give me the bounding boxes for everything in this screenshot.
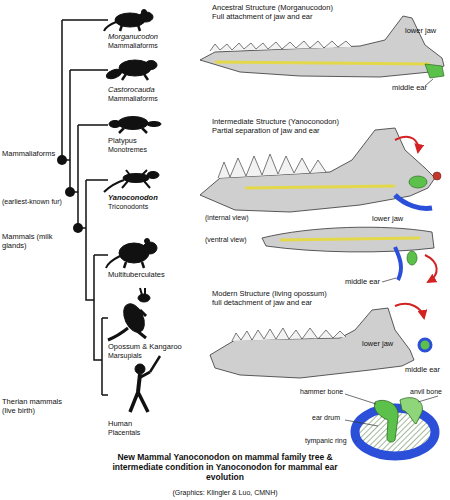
group-name: Placentals xyxy=(108,429,140,437)
stage-heading: Modern Structure (living opossum) xyxy=(212,290,327,299)
silhouette-head xyxy=(138,294,150,302)
part-label: lower jaw xyxy=(405,27,436,36)
stage-note: Full attachment of jaw and ear xyxy=(212,13,312,22)
silhouette-legs xyxy=(124,262,144,268)
group-name: Marsupials xyxy=(108,352,142,360)
clade-dot xyxy=(57,155,67,165)
view-note: (ventral view) xyxy=(205,236,247,244)
jaw-groove xyxy=(280,238,420,240)
silhouette-tail xyxy=(105,68,123,81)
silhouette-arms xyxy=(139,372,150,378)
clade-trait: (earliest-known fur) xyxy=(2,198,62,206)
jaw-bone xyxy=(200,16,444,77)
silhouette-head xyxy=(147,172,159,179)
taxon-name: Yanoconodon xyxy=(108,194,158,203)
silhouette-head xyxy=(145,61,157,70)
ear-bone xyxy=(425,64,444,78)
stage-heading: Ancestral Structure (Morganucodon) xyxy=(212,4,333,13)
animal-silhouette xyxy=(105,60,157,80)
animal-silhouette xyxy=(109,117,161,134)
part-label: lower jaw xyxy=(362,340,393,349)
taxon-name: Opossum & Kangaroo xyxy=(108,343,182,352)
silhouette-ear xyxy=(145,239,150,244)
animal-silhouette xyxy=(104,10,153,32)
silhouette-ear xyxy=(142,10,147,15)
leader-line xyxy=(345,394,438,442)
part-label: middle ear xyxy=(345,278,380,287)
silhouette-head xyxy=(135,364,145,374)
part-label: middle ear xyxy=(392,84,427,93)
group-name: Multituberculates xyxy=(108,271,165,280)
part-label: ear drum xyxy=(312,414,340,422)
leader-line xyxy=(382,278,396,282)
jaw-bone xyxy=(210,308,414,378)
clade-dot xyxy=(65,187,75,197)
silhouette-legs xyxy=(122,74,148,80)
ear-bone xyxy=(407,251,417,265)
taxon-name: Human xyxy=(108,420,132,429)
silhouette-ear xyxy=(140,288,145,295)
tree-branches xyxy=(62,20,108,395)
view-note: (internal view) xyxy=(205,214,249,222)
clade-name: Therian mammals (live birth) xyxy=(2,398,64,415)
jaw-groove xyxy=(215,62,430,64)
human-silhouette xyxy=(130,356,160,412)
part-label: lower jaw xyxy=(372,215,403,224)
clade-name: Mammaliaforms xyxy=(2,150,55,159)
taxon-name: Morganucodon xyxy=(108,33,158,42)
baseball-bat xyxy=(150,356,160,372)
teeth-row xyxy=(232,328,346,341)
silhouette-tail xyxy=(106,256,120,268)
stage-heading: Intermediate Structure (Yanoconodon) xyxy=(212,118,339,127)
credit-note: (Graphics: Klingler & Luo, CMNH) xyxy=(125,489,325,497)
silhouette-bill xyxy=(147,122,161,127)
jaw-bone xyxy=(200,128,435,212)
part-label: hammer bone xyxy=(300,388,343,396)
part-label: anvil bone xyxy=(410,388,442,396)
silhouette-legs xyxy=(136,310,146,338)
group-name: Mammaliaforms xyxy=(108,95,158,103)
figure-caption: New Mammal Yanoconodon on mammal family … xyxy=(100,452,350,483)
taxon-name: Castorocauda xyxy=(108,86,155,95)
silhouette-tail xyxy=(104,22,116,31)
silhouette-body xyxy=(118,117,148,130)
animal-silhouette xyxy=(108,288,150,340)
group-name: Monotremes xyxy=(108,146,147,154)
animal-silhouette xyxy=(104,170,159,192)
silhouette-legs xyxy=(130,392,148,412)
clade-name: Mammals (milk glands) xyxy=(2,233,58,250)
ear-bone xyxy=(433,172,441,180)
silhouette-tail xyxy=(108,328,128,340)
ear-bone xyxy=(395,195,432,208)
clade-dot xyxy=(73,223,83,233)
stage-note: full detachment of jaw and ear xyxy=(212,299,312,308)
stage-note: Partial separation of jaw and ear xyxy=(212,127,320,136)
part-label: tympanic ring xyxy=(305,437,347,445)
ear-bone xyxy=(395,247,401,280)
teeth-row xyxy=(218,154,326,178)
animal-silhouette xyxy=(106,239,157,269)
silhouette-legs xyxy=(122,170,150,188)
group-name: Mammaliaforms xyxy=(108,42,158,50)
taxon-name: Platypus xyxy=(108,137,137,146)
teeth-row xyxy=(210,41,352,51)
motion-arrow xyxy=(395,304,424,318)
silhouette-tail xyxy=(109,121,121,128)
silhouette-legs xyxy=(119,128,147,133)
jaw-bone xyxy=(262,227,434,252)
group-name: Triconodonts xyxy=(108,203,148,211)
motion-arrow xyxy=(425,255,437,282)
ear-bone xyxy=(409,176,427,188)
silhouette-legs xyxy=(120,25,140,31)
ear-bone xyxy=(419,339,431,351)
jaw-groove xyxy=(245,186,395,188)
silhouette-head xyxy=(143,242,157,254)
silhouette-tail xyxy=(104,180,124,192)
hammer-shape xyxy=(374,400,398,442)
part-label: middle ear xyxy=(405,366,440,375)
motion-arrow xyxy=(395,137,418,152)
